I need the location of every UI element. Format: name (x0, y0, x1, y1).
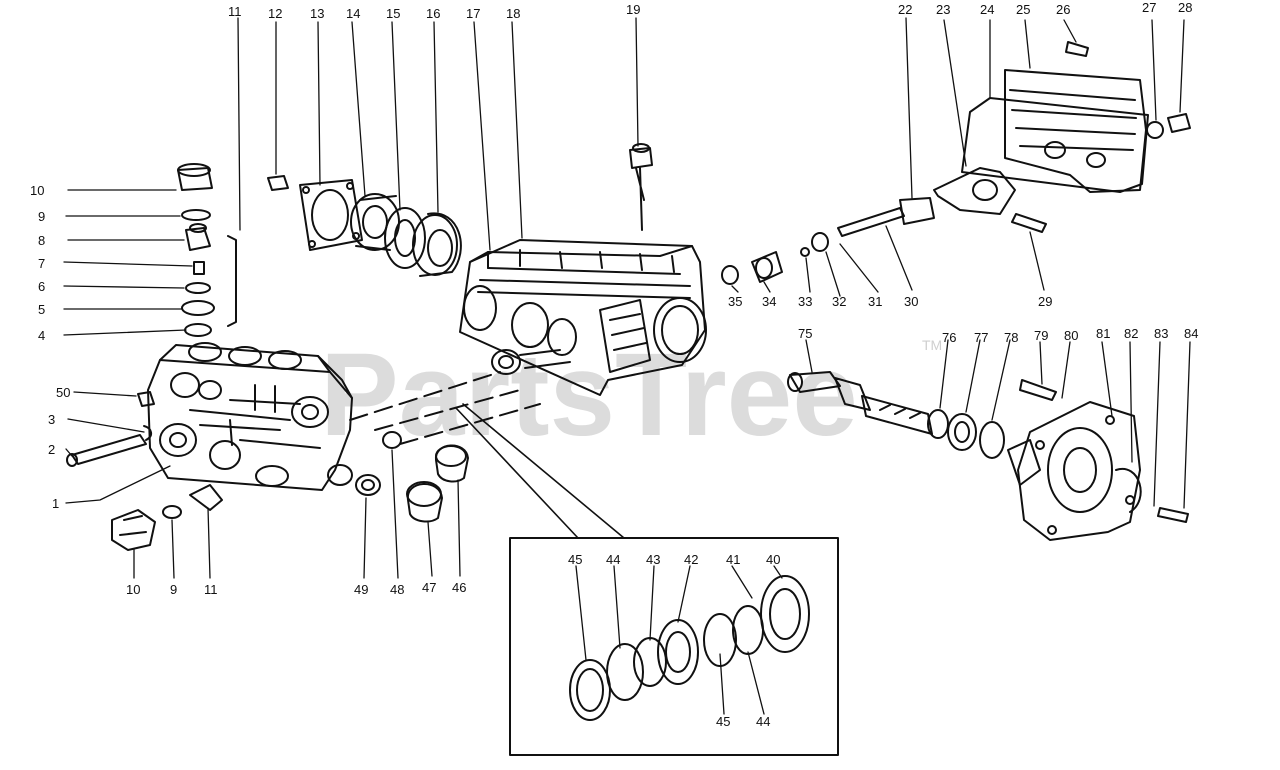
callout-40-inset: 40 (766, 552, 780, 567)
callout-46: 46 (452, 580, 466, 595)
callout-44-inset-lower: 44 (756, 714, 770, 729)
plug-50 (137, 391, 155, 407)
callout-47: 47 (422, 580, 436, 595)
callout-5-left: 5 (38, 302, 45, 317)
callout-18: 18 (506, 6, 520, 21)
callout-1-left: 1 (52, 496, 59, 511)
inset-frame (509, 537, 839, 756)
callout-76: 76 (942, 330, 956, 345)
seal-49 (355, 474, 381, 496)
callout-50: 50 (56, 385, 70, 400)
callout-43-inset: 43 (646, 552, 660, 567)
callout-79: 79 (1034, 328, 1048, 343)
callout-27: 27 (1142, 0, 1156, 15)
callout-24: 24 (980, 2, 994, 17)
leader-lines (63, 17, 1191, 715)
callout-3-left: 3 (48, 412, 55, 427)
callout-45-inset-lower: 45 (716, 714, 730, 729)
callout-22: 22 (898, 2, 912, 17)
callout-81: 81 (1096, 326, 1110, 341)
bolt-84 (1157, 507, 1189, 523)
callout-17: 17 (466, 6, 480, 21)
callout-82: 82 (1124, 326, 1138, 341)
callout-35: 35 (728, 294, 742, 309)
callout-10-bottom: 10 (126, 582, 140, 597)
bottom-valve-11 (189, 484, 223, 511)
callout-4-left: 4 (38, 328, 45, 343)
callout-84: 84 (1184, 326, 1198, 341)
callout-labels: 11 12 13 14 15 16 17 18 19 22 23 24 25 2… (30, 0, 1198, 729)
bearing-ring (384, 207, 426, 269)
watermark-trademark: TM (922, 337, 942, 353)
callout-10-left: 10 (30, 183, 44, 198)
callout-9-left: 9 (38, 209, 45, 224)
callout-8-left: 8 (38, 233, 45, 248)
callout-14: 14 (346, 6, 360, 21)
callout-15: 15 (386, 6, 400, 21)
callout-29: 29 (1038, 294, 1052, 309)
callout-83: 83 (1154, 326, 1168, 341)
conrod-group (721, 167, 1047, 285)
callout-31: 31 (868, 294, 882, 309)
bearing-77 (947, 413, 977, 451)
plunger-cap-47 (406, 481, 443, 523)
callout-2-left: 2 (48, 442, 55, 457)
callout-11-bottom: 11 (204, 582, 218, 597)
callout-9-bottom: 9 (170, 582, 177, 597)
watermark-brand: PartsTree (320, 329, 858, 461)
oil-dipstick (629, 143, 653, 231)
plunger-rods (349, 371, 541, 445)
callout-32: 32 (832, 294, 846, 309)
callout-13: 13 (310, 6, 324, 21)
callout-48: 48 (390, 582, 404, 597)
small-plug-12 (267, 175, 289, 191)
bolt-79 (1019, 379, 1057, 401)
callout-7-left: 7 (38, 256, 45, 271)
oring-78 (979, 421, 1005, 459)
bottom-oring-9 (162, 505, 182, 519)
oil-seal-76 (927, 409, 949, 439)
cover-gasket (299, 179, 363, 251)
callout-77: 77 (974, 330, 988, 345)
callout-75: 75 (798, 326, 812, 341)
washer-3 (143, 425, 152, 441)
callout-45-inset: 45 (568, 552, 582, 567)
callout-42-inset: 42 (684, 552, 698, 567)
callout-44-inset: 44 (606, 552, 620, 567)
snap-ring-82 (1115, 467, 1142, 513)
callout-49: 49 (354, 582, 368, 597)
bearing-cage (412, 212, 462, 277)
seal-48 (382, 431, 402, 449)
pump-crankcase (459, 239, 707, 396)
bearing-flange (1007, 401, 1141, 541)
callout-34: 34 (762, 294, 776, 309)
callout-28: 28 (1178, 0, 1192, 15)
watermark: PartsTree TM (320, 329, 942, 461)
callout-25: 25 (1016, 2, 1030, 17)
callout-80: 80 (1064, 328, 1078, 343)
callout-78: 78 (1004, 330, 1018, 345)
callout-23: 23 (936, 2, 950, 17)
bottom-plug-10 (111, 509, 156, 551)
callout-26: 26 (1056, 2, 1070, 17)
plunger-cap-46 (434, 444, 469, 483)
callout-19: 19 (626, 2, 640, 17)
callout-12: 12 (268, 6, 282, 21)
manifold-head (147, 342, 353, 491)
callout-6-left: 6 (38, 279, 45, 294)
callout-41-inset: 41 (726, 552, 740, 567)
callout-11-top: 11 (228, 4, 242, 19)
bolt-2 (66, 434, 147, 467)
callout-16: 16 (426, 6, 440, 21)
valve-stack (177, 163, 237, 337)
callout-30: 30 (904, 294, 918, 309)
callout-33: 33 (798, 294, 812, 309)
